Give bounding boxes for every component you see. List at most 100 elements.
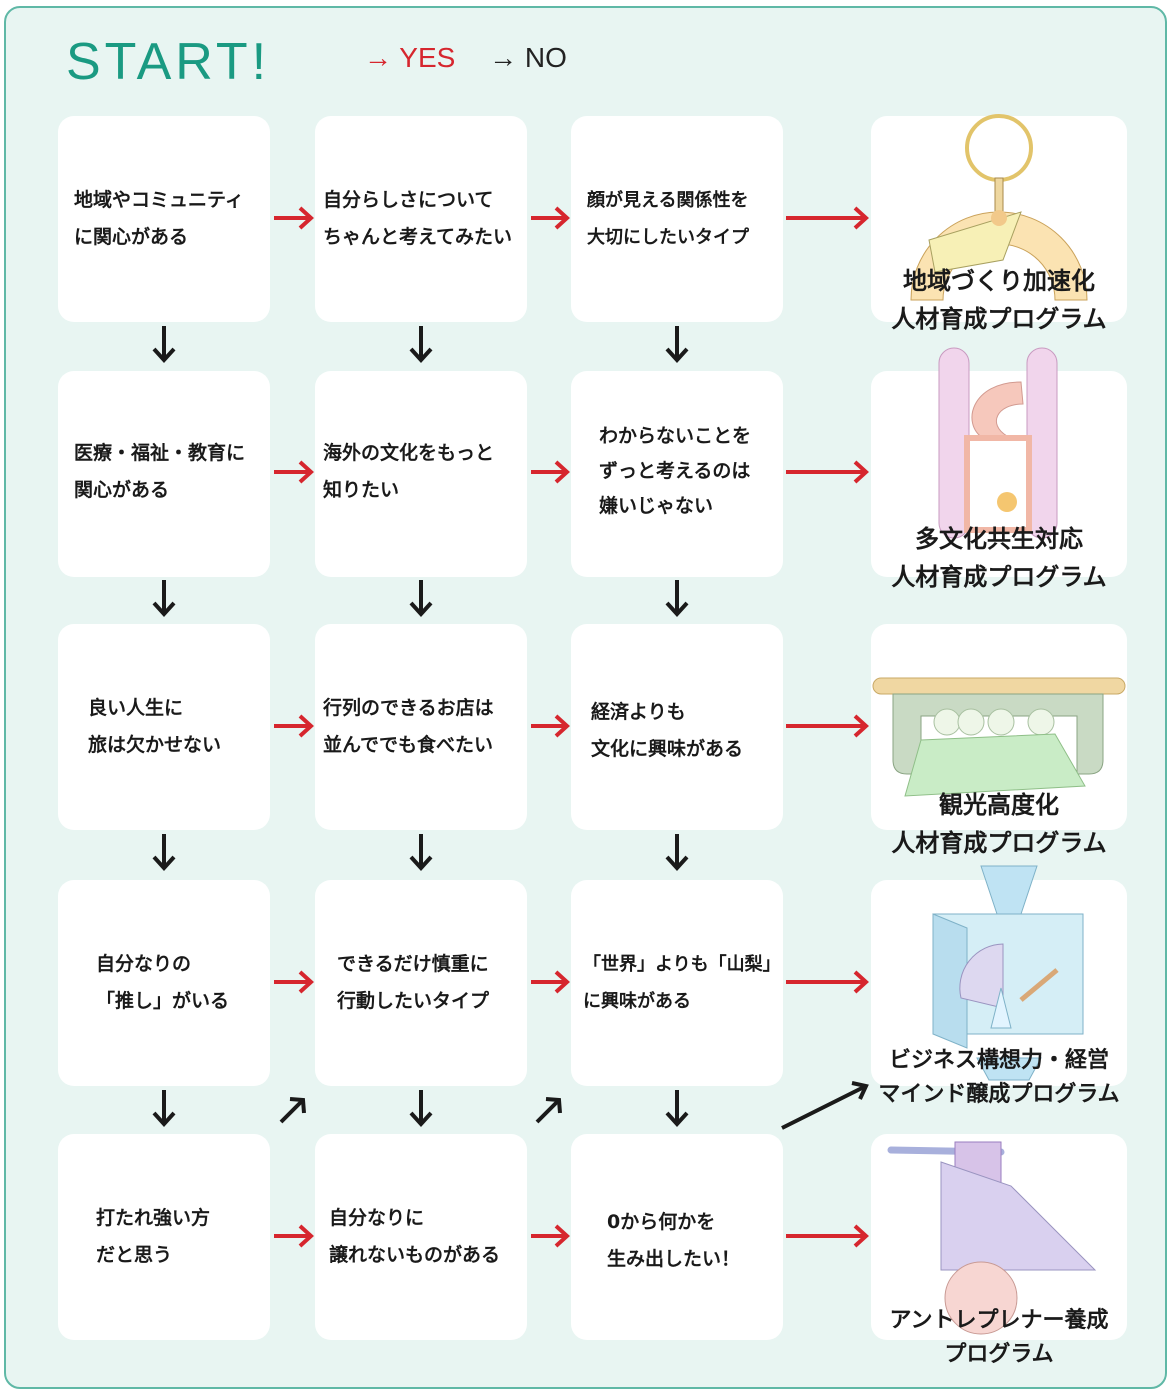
yes-arrow <box>531 1224 570 1248</box>
question-line: 0から何かを <box>607 1211 716 1233</box>
sculpture-illustration-5 <box>887 1141 1097 1335</box>
question-line: 海外の文化をもっと <box>323 442 495 464</box>
result-line: 地域づくり加速化 <box>903 267 1095 295</box>
question-line: 経済よりも <box>591 701 686 723</box>
question-card-r2-c2: 海外の文化をもっと 知りたい <box>315 371 527 577</box>
legend-yes: → YES <box>364 42 456 73</box>
question-line: 行列のできるお店は <box>323 697 494 719</box>
no-arrow <box>409 580 433 617</box>
result-line: 多文化共生対応 <box>915 525 1083 553</box>
yes-arrow <box>786 970 869 994</box>
start-title: START! <box>66 33 271 91</box>
question-line: 自分なりに <box>329 1207 425 1229</box>
result-label-5: アントレプレナー養成 プログラム <box>849 1304 1149 1372</box>
question-line: に興味がある <box>583 991 691 1012</box>
question-line: 「推し」がいる <box>96 990 230 1012</box>
yes-arrow <box>531 206 570 230</box>
question-line: 並んででも食べたい <box>323 734 494 756</box>
no-arrow-diagonal <box>535 1097 562 1124</box>
result-line: 観光高度化 <box>939 791 1059 819</box>
question-card-r5-c2: 自分なりに 譲れないものがある <box>315 1134 527 1340</box>
question-line: 旅は欠かせない <box>88 734 222 756</box>
question-line: 譲れないものがある <box>329 1244 501 1266</box>
question-line: 文化に興味がある <box>591 738 744 760</box>
no-arrow <box>409 834 433 871</box>
question-card-r2-c3: わからないことを ずっと考えるのは 嫌いじゃない <box>571 371 783 577</box>
no-arrow-diagonal <box>279 1097 306 1124</box>
yes-arrow <box>786 460 869 484</box>
sculpture-illustration-3 <box>872 677 1126 797</box>
question-card-r4-c2: できるだけ慎重に 行動したいタイプ <box>315 880 527 1086</box>
question-card-r3-c1: 良い人生に 旅は欠かせない <box>58 624 270 830</box>
result-line: アントレプレナー養成 <box>889 1308 1109 1333</box>
no-arrow <box>665 834 689 871</box>
no-arrow <box>665 1090 689 1127</box>
no-arrow <box>409 1090 433 1127</box>
result-line: 人材育成プログラム <box>891 829 1107 857</box>
yes-arrow <box>531 714 570 738</box>
no-arrow <box>665 326 689 363</box>
question-card-r5-c3: 0から何かを 生み出したい！ <box>571 1134 783 1340</box>
question-line: に関心がある <box>74 226 189 248</box>
question-line: 顔が見える関係性を <box>587 190 749 211</box>
legend: → YES → NO <box>364 44 567 72</box>
result-line: 人材育成プログラム <box>891 563 1107 591</box>
no-arrow <box>665 580 689 617</box>
question-line: 「世界」よりも「山梨」 <box>583 954 781 975</box>
question-line: 生み出したい！ <box>607 1248 741 1270</box>
question-line: 行動したいタイプ <box>337 990 490 1012</box>
question-card-r3-c3: 経済よりも 文化に興味がある <box>571 624 783 830</box>
result-line: ビジネス構想力・経営 <box>888 1048 1109 1073</box>
yes-arrow <box>531 460 570 484</box>
sculpture-illustration-2 <box>938 347 1058 539</box>
question-line: 医療・福祉・教育に <box>74 442 246 464</box>
result-label-2: 多文化共生対応 人材育成プログラム <box>849 520 1149 596</box>
yes-arrow <box>786 206 869 230</box>
result-label-4: ビジネス構想力・経営 マインド醸成プログラム <box>849 1044 1149 1112</box>
yes-arrow <box>274 206 314 230</box>
question-line: 自分らしさについて <box>323 189 494 211</box>
no-arrow <box>409 326 433 363</box>
question-line: 嫌いじゃない <box>599 495 714 517</box>
question-line: わからないことを <box>599 425 752 447</box>
result-line: マインド醸成プログラム <box>878 1082 1120 1107</box>
question-line: 地域やコミュニティ <box>74 189 244 211</box>
question-line: 知りたい <box>323 479 400 501</box>
no-arrow <box>152 1090 176 1127</box>
result-line: プログラム <box>944 1342 1054 1367</box>
yes-arrow <box>531 970 570 994</box>
question-card-r1-c1: 地域やコミュニティ に関心がある <box>58 116 270 322</box>
question-card-r2-c1: 医療・福祉・教育に 関心がある <box>58 371 270 577</box>
question-card-r4-c1: 自分なりの 「推し」がいる <box>58 880 270 1086</box>
sculpture-illustration-1 <box>910 114 1088 301</box>
yes-arrow <box>274 1224 314 1248</box>
question-card-r1-c2: 自分らしさについて ちゃんと考えてみたい <box>315 116 527 322</box>
question-line: ずっと考えるのは <box>599 460 751 482</box>
sculpture-illustration-4 <box>932 865 1084 1081</box>
legend-no: → NO <box>489 42 567 73</box>
result-line: 人材育成プログラム <box>891 305 1107 333</box>
no-arrow <box>152 834 176 871</box>
result-label-1: 地域づくり加速化 人材育成プログラム <box>849 262 1149 338</box>
question-line: できるだけ慎重に <box>337 953 489 975</box>
question-line: 関心がある <box>74 479 170 501</box>
no-arrow <box>152 326 176 363</box>
question-line: 大切にしたいタイプ <box>587 227 749 248</box>
yes-arrow <box>274 460 314 484</box>
yes-arrow <box>274 970 314 994</box>
question-card-r1-c3: 顔が見える関係性を 大切にしたいタイプ <box>571 116 783 322</box>
yes-arrow <box>786 714 869 738</box>
question-line: 打たれ強い方 <box>96 1207 211 1229</box>
question-line: 良い人生に <box>88 697 184 719</box>
question-card-r4-c3: 「世界」よりも「山梨」 に興味がある <box>571 880 783 1086</box>
yes-arrow <box>274 714 314 738</box>
question-line: だと思う <box>96 1244 173 1266</box>
no-arrow-diagonal <box>781 1081 869 1130</box>
question-line: ちゃんと考えてみたい <box>323 226 513 248</box>
question-card-r5-c1: 打たれ強い方 だと思う <box>58 1134 270 1340</box>
no-arrow <box>152 580 176 617</box>
question-card-r3-c2: 行列のできるお店は 並んででも食べたい <box>315 624 527 830</box>
question-line: 自分なりの <box>96 953 192 975</box>
result-label-3: 観光高度化 人材育成プログラム <box>849 786 1149 862</box>
